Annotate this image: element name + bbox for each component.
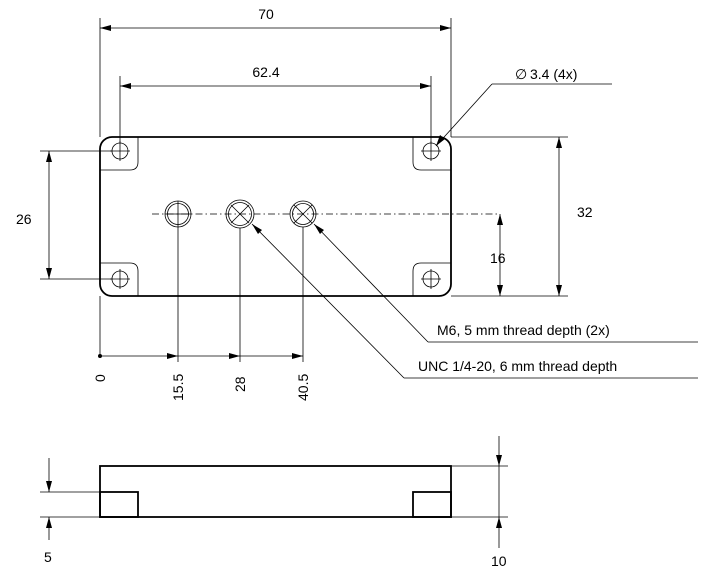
dim-side-10: 10 — [451, 436, 508, 569]
dim-62-4-label: 62.4 — [252, 64, 279, 80]
dim-offset-16: 16 — [490, 214, 506, 296]
m6-callout-label: M6, 5 mm thread depth (2x) — [437, 322, 610, 338]
corner-hole-bottom-left — [110, 269, 130, 289]
dim-side-5: 5 — [40, 458, 100, 565]
unc-callout-label: UNC 1/4-20, 6 mm thread depth — [418, 358, 617, 374]
dim-x-15-5-label: 15.5 — [170, 374, 186, 401]
dim-baseline-x: 0 15.5 28 40.5 — [92, 227, 311, 401]
corner-pocket-bottom-right — [412, 262, 451, 296]
side-view — [99, 465, 452, 518]
corner-hole-bottom-right — [421, 269, 441, 289]
dim-x-0-label: 0 — [92, 374, 108, 382]
dim-5-label: 5 — [44, 549, 52, 565]
diameter-symbol: ∅ — [515, 66, 527, 82]
dim-70-label: 70 — [258, 6, 274, 22]
threaded-hole-m6-left — [164, 200, 192, 228]
leader-hole-diameter: ∅ 3.4 (4x) — [435, 66, 612, 147]
dim-16-label: 16 — [490, 250, 506, 266]
dim-26-label: 26 — [16, 211, 32, 227]
corner-pocket-top-right — [412, 137, 451, 171]
dim-hole-spacing: 62.4 — [119, 64, 432, 143]
hole-spec-label: 3.4 (4x) — [530, 66, 577, 82]
corner-pocket-bottom-left — [100, 262, 139, 296]
corner-hole-top-left — [110, 141, 130, 161]
dim-x-40-5-label: 40.5 — [295, 374, 311, 401]
leader-unc: UNC 1/4-20, 6 mm thread depth — [251, 223, 698, 379]
dim-height-26: 26 — [16, 150, 112, 280]
corner-pocket-top-left — [100, 137, 139, 171]
dim-32-label: 32 — [577, 204, 593, 220]
dim-10-label: 10 — [491, 553, 507, 569]
leader-m6: M6, 5 mm thread depth (2x) — [313, 223, 698, 343]
dim-overall-width: 70 — [99, 6, 452, 137]
dim-height-32: 32 — [451, 136, 593, 297]
dim-x-28-label: 28 — [232, 376, 248, 392]
plate-outline — [99, 136, 452, 297]
